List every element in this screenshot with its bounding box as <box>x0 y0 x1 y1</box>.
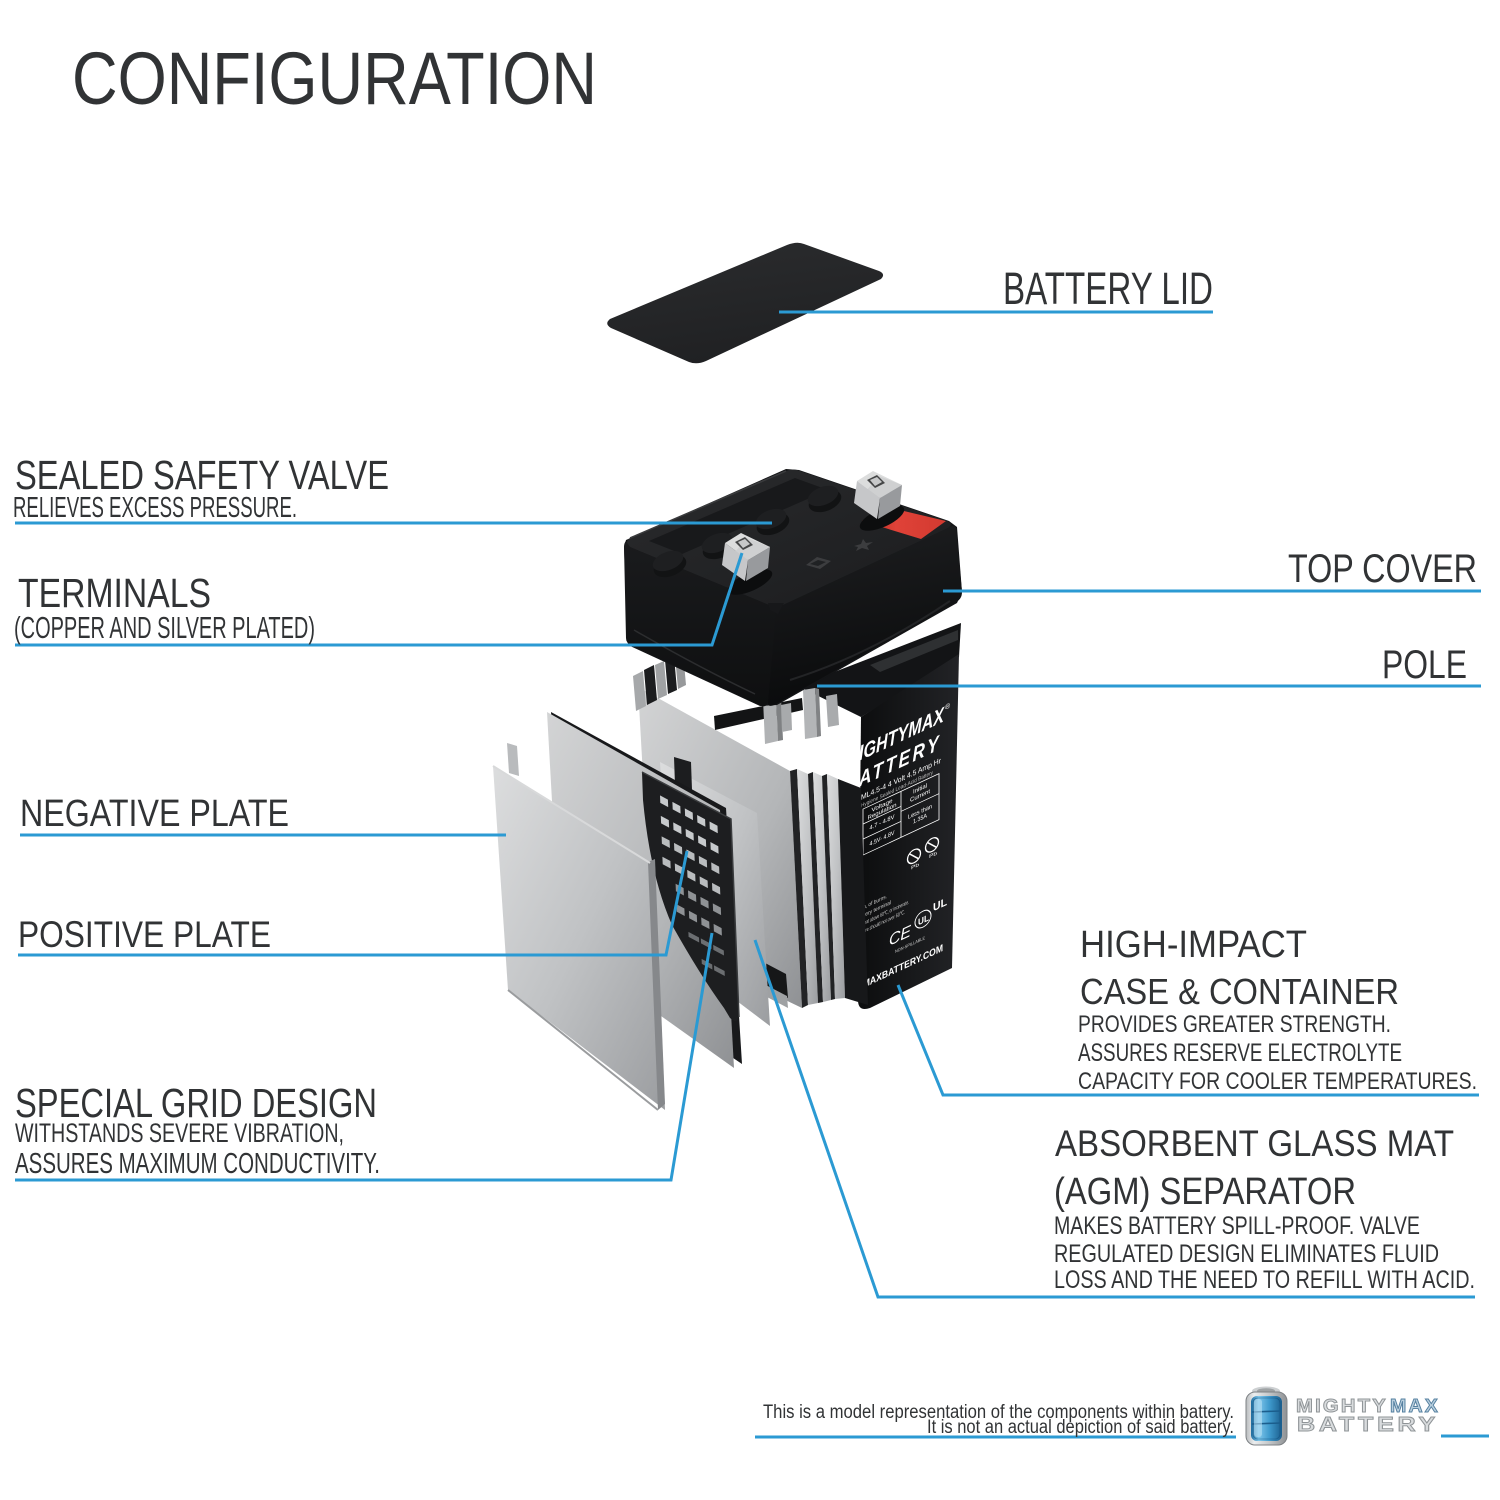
svg-text:TERMINALS: TERMINALS <box>18 570 211 616</box>
svg-text:LOSS AND THE NEED TO REFILL WI: LOSS AND THE NEED TO REFILL WITH ACID. <box>1054 1266 1475 1294</box>
svg-text:ABSORBENT GLASS MAT: ABSORBENT GLASS MAT <box>1055 1123 1454 1164</box>
svg-text:ASSURES MAXIMUM CONDUCTIVITY.: ASSURES MAXIMUM CONDUCTIVITY. <box>15 1148 380 1180</box>
svg-text:This is a model representation: This is a model representation of the co… <box>763 1402 1234 1423</box>
svg-text:MAKES BATTERY SPILL-PROOF. VAL: MAKES BATTERY SPILL-PROOF. VALVE <box>1054 1212 1420 1240</box>
svg-text:WITHSTANDS SEVERE VIBRATION,: WITHSTANDS SEVERE VIBRATION, <box>15 1118 344 1148</box>
svg-text:REGULATED DESIGN ELIMINATES FL: REGULATED DESIGN ELIMINATES FLUID <box>1054 1240 1439 1268</box>
svg-text:UL: UL <box>918 913 929 929</box>
svg-text:BATTERY: BATTERY <box>1297 1414 1439 1436</box>
svg-text:NEGATIVE PLATE: NEGATIVE PLATE <box>20 793 289 835</box>
svg-text:POSITIVE PLATE: POSITIVE PLATE <box>18 914 271 955</box>
svg-text:MAX: MAX <box>1390 1396 1440 1416</box>
svg-text:RELIEVES EXCESS PRESSURE.: RELIEVES EXCESS PRESSURE. <box>13 492 297 524</box>
svg-text:CAPACITY FOR COOLER TEMPERATUR: CAPACITY FOR COOLER TEMPERATURES. <box>1078 1068 1477 1095</box>
svg-text:(COPPER AND SILVER PLATED): (COPPER AND SILVER PLATED) <box>14 610 315 645</box>
svg-text:SPECIAL GRID DESIGN: SPECIAL GRID DESIGN <box>15 1080 377 1126</box>
svg-text:®: ® <box>945 701 951 712</box>
svg-text:Pb: Pb <box>911 862 919 871</box>
svg-text:CONFIGURATION: CONFIGURATION <box>72 37 597 120</box>
svg-text:BATTERY LID: BATTERY LID <box>1003 263 1213 314</box>
svg-text:Pb: Pb <box>929 851 937 860</box>
svg-text:MIGHTY: MIGHTY <box>1296 1396 1388 1416</box>
svg-text:HIGH-IMPACT: HIGH-IMPACT <box>1080 924 1307 966</box>
svg-text:POLE: POLE <box>1382 643 1467 687</box>
svg-text:(AGM) SEPARATOR: (AGM) SEPARATOR <box>1054 1171 1356 1213</box>
svg-text:It is not an actual depiction: It is not an actual depiction of said ba… <box>927 1417 1234 1438</box>
svg-text:PROVIDES GREATER STRENGTH.: PROVIDES GREATER STRENGTH. <box>1078 1011 1391 1038</box>
svg-text:CASE & CONTAINER: CASE & CONTAINER <box>1080 971 1399 1012</box>
svg-text:SEALED SAFETY VALVE: SEALED SAFETY VALVE <box>15 452 389 498</box>
svg-text:ASSURES RESERVE ELECTROLYTE: ASSURES RESERVE ELECTROLYTE <box>1078 1039 1402 1067</box>
svg-text:TOP COVER: TOP COVER <box>1288 547 1477 591</box>
